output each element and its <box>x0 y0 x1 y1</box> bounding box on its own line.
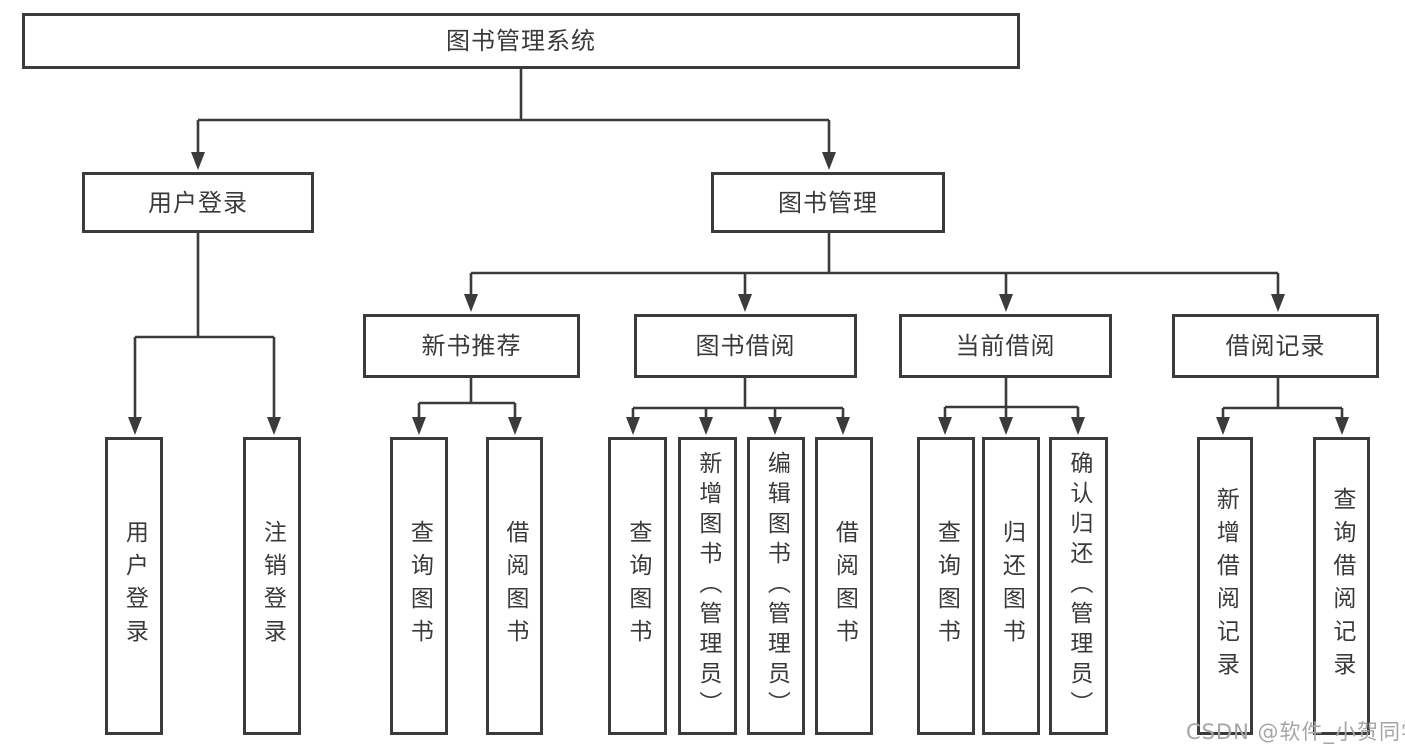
node-current-borrowing: 当前借阅 <box>899 314 1112 378</box>
node-borrow-records: 借阅记录 <box>1172 314 1379 378</box>
leaf-logout: 注销登录 <box>243 437 301 735</box>
leaf-cb-return-book: 归还图书 <box>982 437 1040 735</box>
node-root-system: 图书管理系统 <box>22 13 1020 69</box>
node-user-login: 用户登录 <box>82 172 314 233</box>
node-new-book-recommendation: 新书推荐 <box>363 314 580 378</box>
leaf-br-add-record: 新增借阅记录 <box>1197 437 1253 735</box>
leaf-br-query-record: 查询借阅记录 <box>1313 437 1370 735</box>
leaf-bb-edit-book-admin: 编辑图书（管理员） <box>747 437 805 735</box>
leaf-rec-query-book: 查询图书 <box>390 437 448 735</box>
node-book-borrowing: 图书借阅 <box>634 314 857 378</box>
leaf-bb-add-book-admin: 新增图书（管理员） <box>678 437 737 735</box>
leaf-cb-confirm-return-admin: 确认归还（管理员） <box>1049 437 1108 735</box>
leaf-rec-borrow-book: 借阅图书 <box>486 437 543 735</box>
leaf-cb-query-book: 查询图书 <box>917 437 975 735</box>
leaf-bb-query-book: 查询图书 <box>608 437 667 735</box>
leaf-user-login: 用户登录 <box>105 437 163 735</box>
csdn-watermark: CSDN @软件_小贺同学 <box>1186 720 1405 744</box>
node-book-management: 图书管理 <box>711 172 945 233</box>
leaf-bb-borrow-book: 借阅图书 <box>815 437 873 735</box>
